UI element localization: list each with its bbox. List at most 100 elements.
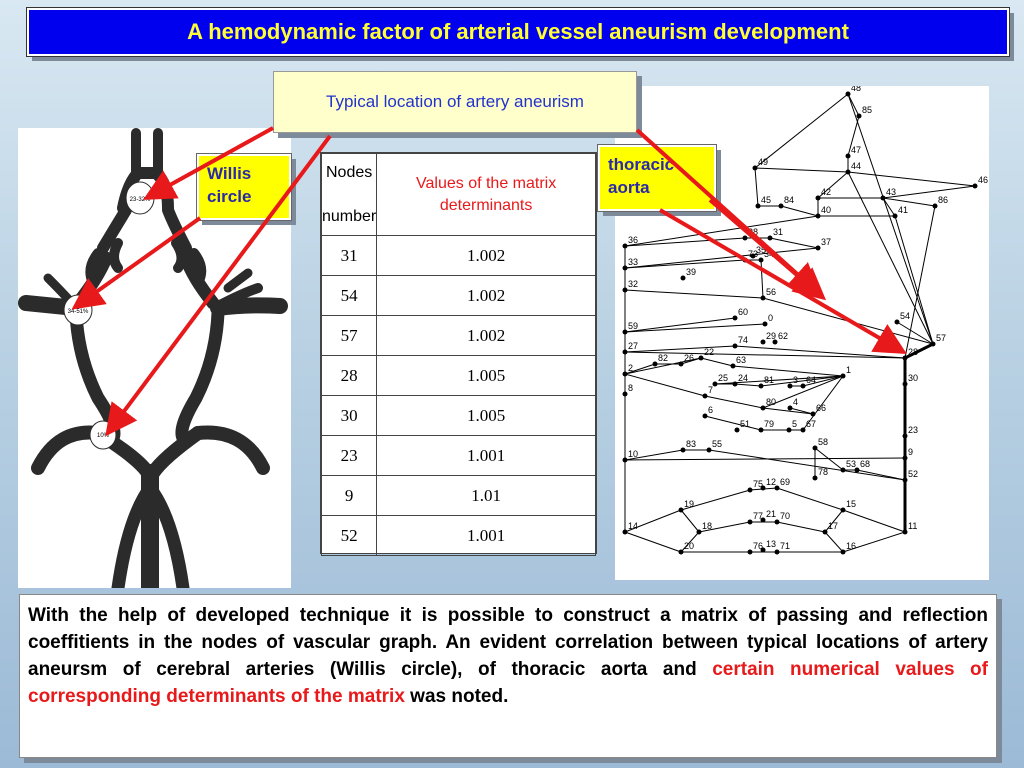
graph-node-label: 75 bbox=[753, 479, 763, 489]
graph-node-label: 68 bbox=[860, 459, 870, 469]
graph-node-label: 84 bbox=[784, 195, 794, 205]
graph-edge bbox=[708, 449, 906, 481]
graph-node-label: 4 bbox=[793, 397, 798, 407]
graph-node bbox=[760, 517, 766, 523]
graph-node bbox=[622, 243, 628, 249]
graph-node bbox=[815, 195, 821, 201]
graph-edge bbox=[760, 259, 764, 299]
graph-node-label: 27 bbox=[628, 341, 638, 351]
graph-node bbox=[755, 203, 761, 209]
willis-circle-tag: Willis circle bbox=[196, 153, 292, 221]
graph-edge bbox=[624, 237, 746, 247]
graph-edge bbox=[624, 373, 706, 397]
graph-node-label: 29 bbox=[766, 331, 776, 341]
graph-edge bbox=[762, 407, 814, 415]
graph-node bbox=[622, 265, 628, 271]
graph-node-label: 26 bbox=[684, 353, 694, 363]
graph-node bbox=[840, 549, 846, 555]
graph-node-label: 80 bbox=[766, 397, 776, 407]
graph-node bbox=[652, 361, 658, 367]
graph-node-label: 9 bbox=[908, 447, 913, 457]
graph-node-label: 77 bbox=[753, 511, 763, 521]
graph-edge bbox=[680, 489, 751, 511]
graph-edge bbox=[624, 531, 682, 553]
graph-node-label: 47 bbox=[851, 145, 861, 155]
graph-edge bbox=[814, 447, 844, 471]
graph-node-label: 28 bbox=[908, 347, 918, 357]
determinant-value-cell: 1.001 bbox=[376, 515, 596, 556]
graph-node-label: 63 bbox=[736, 355, 746, 365]
graph-node bbox=[747, 549, 753, 555]
graph-node bbox=[742, 257, 748, 263]
graph-edge bbox=[780, 205, 819, 217]
graph-node bbox=[902, 477, 908, 483]
node-number-cell: 57 bbox=[320, 315, 378, 356]
graph-edge bbox=[824, 509, 844, 533]
graph-node bbox=[774, 519, 780, 525]
graph-node bbox=[845, 91, 851, 97]
graph-node-label: 59 bbox=[628, 321, 638, 331]
graph-edge bbox=[882, 197, 936, 207]
graph-edge bbox=[847, 171, 976, 187]
graph-node bbox=[734, 427, 740, 433]
graph-node bbox=[622, 349, 628, 355]
graph-edge bbox=[624, 259, 746, 269]
graph-node-label: 5 bbox=[792, 419, 797, 429]
graph-node-label: 23 bbox=[908, 425, 918, 435]
graph-node bbox=[747, 487, 753, 493]
graph-edge bbox=[894, 215, 934, 345]
graph-node-label: 36 bbox=[628, 235, 638, 245]
determinant-value-cell: 1.002 bbox=[376, 235, 596, 276]
graph-node bbox=[902, 381, 908, 387]
graph-edge bbox=[680, 509, 700, 533]
graph-node-label: 3 bbox=[793, 375, 798, 385]
graph-node-label: 64 bbox=[806, 375, 816, 385]
graph-node bbox=[760, 405, 766, 411]
graph-node bbox=[760, 295, 766, 301]
graph-node bbox=[787, 383, 793, 389]
graph-edge bbox=[904, 205, 936, 359]
graph-node-label: 51 bbox=[740, 419, 750, 429]
graph-edge bbox=[856, 469, 906, 481]
graph-node bbox=[815, 245, 821, 251]
graph-node bbox=[678, 507, 684, 513]
graph-node-label: 14 bbox=[628, 521, 638, 531]
graph-edge bbox=[704, 395, 764, 409]
graph-node-label: 67 bbox=[806, 419, 816, 429]
graph-node-label: 62 bbox=[778, 331, 788, 341]
graph-node bbox=[706, 447, 712, 453]
graph-node bbox=[760, 485, 766, 491]
graph-node-label: 79 bbox=[764, 419, 774, 429]
graph-node-label: 81 bbox=[764, 375, 774, 385]
graph-node bbox=[902, 455, 908, 461]
graph-node bbox=[778, 203, 784, 209]
graph-edge bbox=[624, 363, 656, 375]
graph-node bbox=[698, 355, 704, 361]
graph-edge bbox=[769, 237, 819, 249]
graph-node bbox=[747, 519, 753, 525]
graph-node bbox=[845, 169, 851, 175]
node-number-cell: 23 bbox=[320, 435, 378, 476]
graph-node-label: 32 bbox=[628, 279, 638, 289]
graph-node-label: 30 bbox=[908, 373, 918, 383]
graph-node bbox=[815, 213, 821, 219]
graph-node-label: 83 bbox=[686, 439, 696, 449]
graph-node-label: 38 bbox=[748, 227, 758, 237]
graph-node-label: 6 bbox=[708, 405, 713, 415]
graph-edge bbox=[847, 93, 934, 345]
graph-edge bbox=[734, 383, 762, 387]
graph-node-label: 71 bbox=[780, 541, 790, 551]
graph-node-label: 78 bbox=[818, 467, 828, 477]
graph-edge bbox=[700, 357, 734, 367]
graph-node-label: 19 bbox=[684, 499, 694, 509]
graph-node-label: 25 bbox=[718, 373, 728, 383]
graph-node bbox=[622, 457, 628, 463]
graph-edge bbox=[904, 342, 934, 360]
graph-node-label: 22 bbox=[704, 347, 714, 357]
graph-edge bbox=[817, 171, 849, 199]
